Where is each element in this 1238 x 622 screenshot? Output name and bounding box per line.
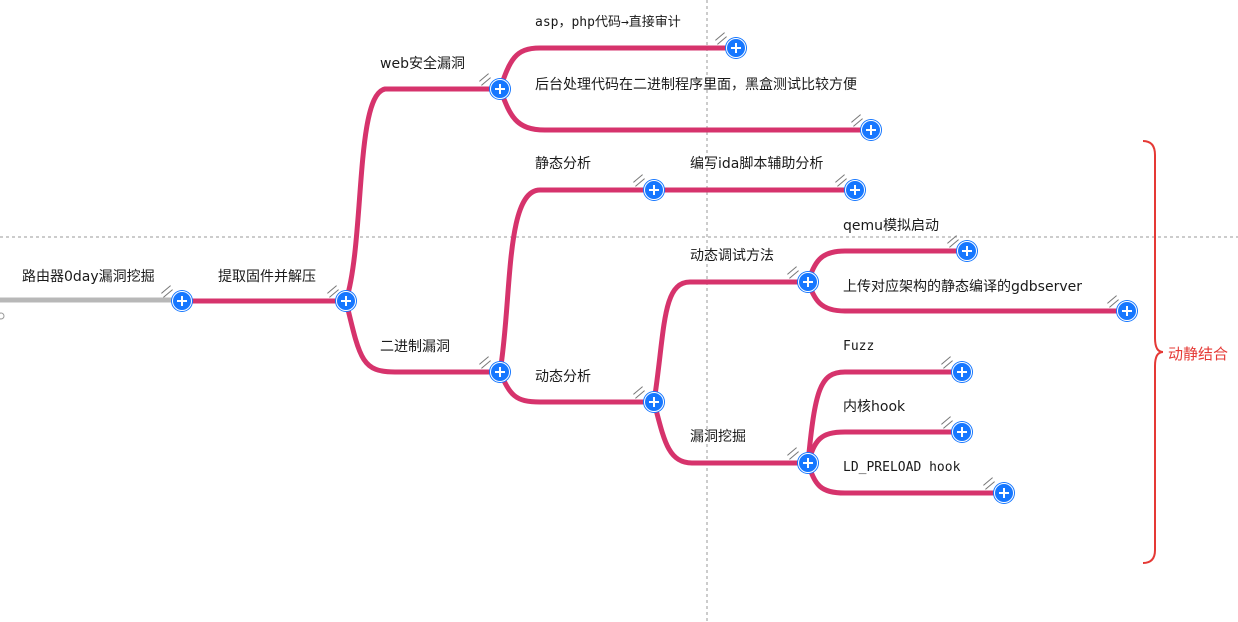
resize-handle-web[interactable] [478, 74, 490, 84]
resize-handle-kernel[interactable] [940, 417, 952, 427]
expand-button-web[interactable] [490, 79, 510, 99]
expand-button-binary[interactable] [490, 362, 510, 382]
expand-button-debug[interactable] [798, 272, 818, 292]
resize-handle-asp[interactable] [714, 33, 726, 43]
connector-vuln-fuzz [805, 369, 965, 466]
node-fuzz[interactable]: Fuzz [843, 339, 875, 354]
node-gdbserver[interactable]: 上传对应架构的静态编译的gdbserver [843, 279, 1082, 295]
connector-step1-web [343, 86, 503, 304]
resize-handle-gdb[interactable] [1106, 296, 1118, 306]
expand-button-kernel[interactable] [952, 422, 972, 442]
expand-button-fuzz[interactable] [952, 362, 972, 382]
expand-button-gdb[interactable] [1117, 301, 1137, 321]
expand-button-ida[interactable] [845, 180, 865, 200]
expand-button-backend[interactable] [861, 120, 881, 140]
node-ld-preload[interactable]: LD_PRELOAD hook [843, 460, 961, 475]
node-binary-vuln[interactable]: 二进制漏洞 [380, 339, 450, 355]
annotation-label: 动静结合 [1168, 345, 1229, 363]
node-qemu[interactable]: qemu模拟启动 [843, 218, 940, 234]
resize-handle-ida[interactable] [834, 175, 846, 185]
resize-handle-binary[interactable] [478, 357, 490, 367]
node-dynamic-analysis[interactable]: 动态分析 [535, 369, 591, 385]
connector-dynamic-debug [651, 279, 811, 405]
resize-handle-step1[interactable] [326, 286, 338, 296]
resize-handle-debug[interactable] [786, 267, 798, 277]
expand-button-qemu[interactable] [957, 241, 977, 261]
expand-button-asp[interactable] [726, 38, 746, 58]
node-web-vuln[interactable]: web安全漏洞 [380, 56, 465, 72]
node-backend-blackbox[interactable]: 后台处理代码在二进制程序里面，黑盒测试比较方便 [535, 77, 857, 93]
node-vuln-mining[interactable]: 漏洞挖掘 [690, 429, 746, 445]
resize-handle-ld[interactable] [982, 478, 994, 488]
branch-connectors [181, 45, 1130, 496]
connector-step1-binary [343, 298, 503, 375]
guide-handle-left[interactable] [0, 312, 5, 320]
expand-button-ld[interactable] [994, 483, 1014, 503]
expand-button-vuln[interactable] [798, 453, 818, 473]
resize-handle-backend[interactable] [850, 115, 862, 125]
expand-button-step1[interactable] [336, 291, 356, 311]
node-asp-php-audit[interactable]: asp，php代码→直接审计 [535, 15, 681, 30]
resize-handle-root[interactable] [160, 286, 172, 296]
annotation-bracket [1142, 140, 1164, 564]
resize-handle-vuln[interactable] [786, 448, 798, 458]
connector-binary-static [497, 187, 657, 375]
resize-handle-qemu[interactable] [946, 236, 958, 246]
resize-handle-static[interactable] [632, 175, 644, 185]
expand-button-static[interactable] [644, 180, 664, 200]
node-kernel-hook[interactable]: 内核hook [843, 399, 906, 415]
resize-handle-dynamic[interactable] [632, 387, 644, 397]
node-extract-firmware[interactable]: 提取固件并解压 [218, 269, 316, 285]
connector-dynamic-vuln [651, 399, 811, 466]
node-static-analysis[interactable]: 静态分析 [535, 156, 591, 172]
expand-button-dynamic[interactable] [644, 392, 664, 412]
expand-button-root[interactable] [172, 291, 192, 311]
node-dynamic-debug[interactable]: 动态调试方法 [690, 248, 774, 264]
connector-web-backend [497, 86, 874, 133]
resize-handle-fuzz[interactable] [940, 357, 952, 367]
node-root[interactable]: 路由器0day漏洞挖掘 [22, 269, 155, 285]
node-ida-script[interactable]: 编写ida脚本辅助分析 [690, 156, 824, 172]
